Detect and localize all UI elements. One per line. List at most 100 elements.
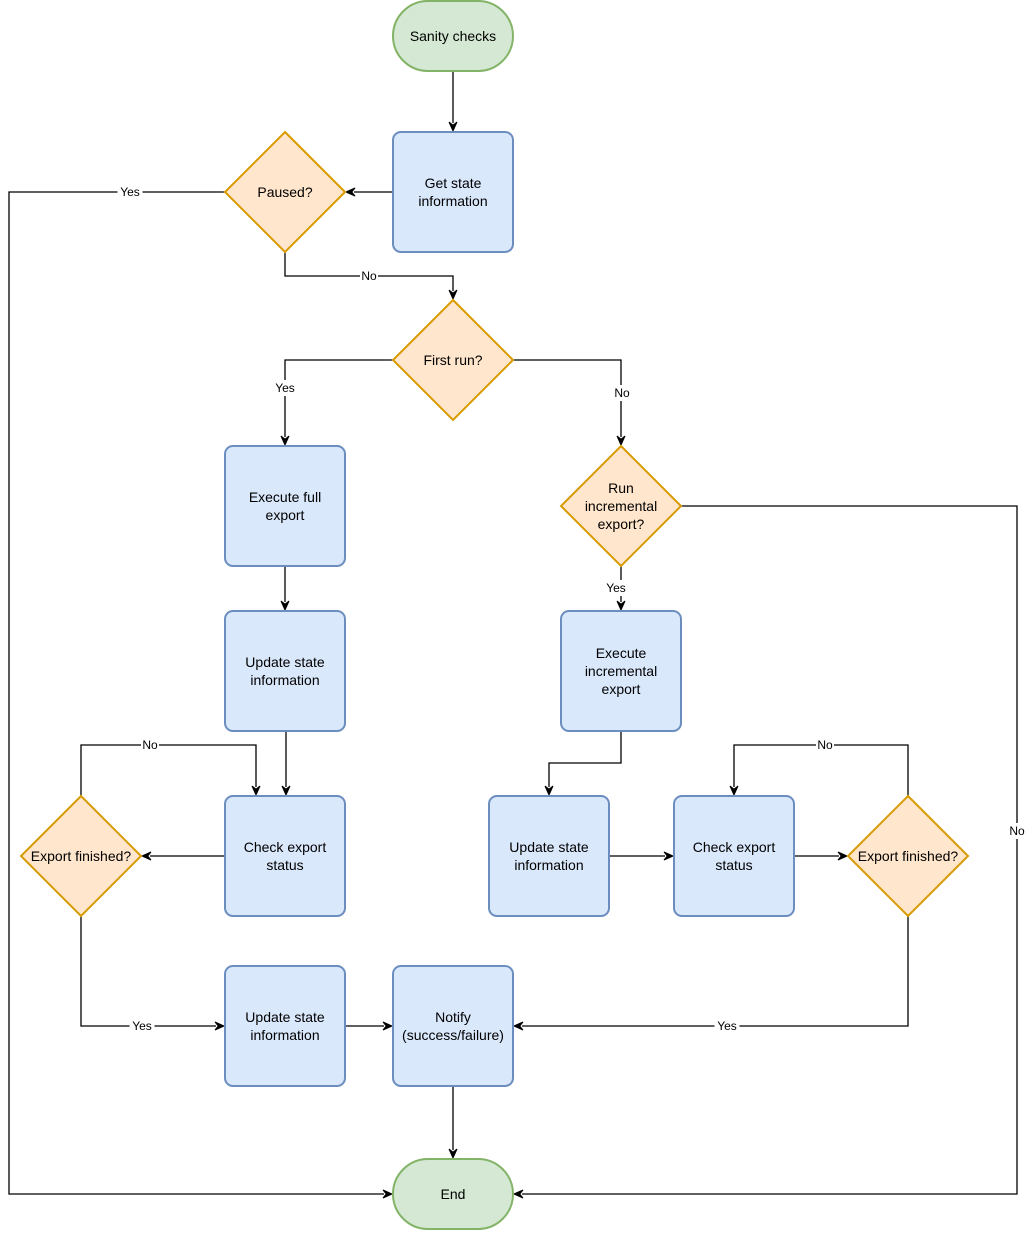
arrowhead (448, 1148, 458, 1160)
process-shape (392, 965, 514, 1087)
edge-check2-to-finished2 (794, 851, 849, 861)
arrowhead (729, 785, 739, 797)
node-label-line: Check export (693, 839, 776, 855)
node-label-line: incremental (585, 663, 657, 679)
edge-label-background (603, 580, 629, 596)
node-label: Paused? (257, 184, 312, 200)
edge-finished1-yes-to-update3 (80, 916, 226, 1031)
edge-runinc-no-to-end (512, 505, 1018, 1199)
process-shape (224, 445, 346, 567)
edge-label-first-run-yes: Yes (272, 380, 298, 396)
edge-firstrun-yes-to-full (280, 359, 393, 447)
decision-shape (846, 794, 970, 918)
node-label: Export finished? (31, 848, 132, 864)
edge-update3-to-notify (345, 1021, 394, 1031)
edge-label-text: No (1009, 824, 1025, 838)
node-check-export-1: Check export status (224, 795, 346, 917)
arrowhead (214, 1021, 226, 1031)
edge-label-text: Yes (717, 1019, 737, 1033)
arrowhead (448, 121, 458, 133)
node-label-line: Export finished? (31, 848, 132, 864)
connector-line (522, 505, 1018, 1195)
decision-shape (559, 444, 683, 568)
node-label-line: First run? (423, 352, 482, 368)
edge-label-background (117, 184, 143, 200)
node-update-state-1: Update state information (224, 610, 346, 732)
node-label-line: incremental (585, 498, 657, 514)
node-label-line: Run (608, 480, 634, 496)
edge-label-text: No (817, 738, 833, 752)
node-export-finished-2: Export finished? (846, 794, 970, 918)
arrowhead (140, 851, 152, 861)
edge-finished1-no-to-check1 (80, 744, 261, 797)
node-label-line: Update state (245, 1009, 325, 1025)
process-shape (224, 965, 346, 1087)
process-shape (224, 795, 346, 917)
edge-label-first-run-no: No (613, 385, 631, 401)
edge-label-background (272, 380, 298, 396)
terminal-shape (392, 1158, 514, 1230)
edge-label-finished2-no: No (816, 737, 834, 753)
edge-check1-to-finished1 (140, 851, 225, 861)
node-sanity-checks: Sanity checks (392, 0, 514, 72)
node-label-line: Update state (509, 839, 589, 855)
arrowhead (344, 187, 356, 197)
process-shape (488, 795, 610, 917)
node-label: Check export status (244, 839, 327, 873)
node-label-line: (success/failure) (402, 1027, 504, 1043)
node-label-line: information (250, 672, 319, 688)
edge-label-text: No (361, 269, 377, 283)
edge-label-text: Yes (606, 581, 626, 595)
connector-line (513, 359, 622, 437)
node-label-line: Update state (245, 654, 325, 670)
node-label: Export finished? (858, 848, 959, 864)
edge-getstate-to-paused (344, 187, 393, 197)
node-paused: Paused? (223, 130, 347, 254)
edge-label-run-incremental-yes: Yes (603, 580, 629, 596)
node-label-line: Check export (244, 839, 327, 855)
edge-label-text: Yes (275, 381, 295, 395)
arrowhead (663, 851, 675, 861)
node-label-line: Paused? (257, 184, 312, 200)
node-label-line: Execute (596, 645, 647, 661)
node-execute-incremental: Execute incremental export (560, 610, 682, 732)
edge-paused-yes-to-end (8, 191, 394, 1199)
connector-line (80, 916, 216, 1027)
arrowhead (544, 785, 554, 797)
edge-update1-to-check1 (281, 731, 291, 797)
edge-label-background (1008, 823, 1026, 839)
edge-sanity-to-getstate (448, 71, 458, 133)
edge-notify-to-end (448, 1086, 458, 1160)
arrowhead (616, 600, 626, 612)
node-label-line: export (602, 681, 641, 697)
edge-label-text: No (142, 738, 158, 752)
node-first-run: First run? (391, 298, 515, 422)
node-end: End (392, 1158, 514, 1230)
edge-label-run-incremental-no: No (1008, 823, 1026, 839)
edge-label-background (141, 737, 159, 753)
node-export-finished-1: Export finished? (19, 794, 143, 918)
edge-label-background (129, 1018, 155, 1034)
edge-execinc-to-update2 (544, 731, 622, 797)
arrowhead (382, 1189, 394, 1199)
node-label: First run? (423, 352, 482, 368)
edge-label-text: Yes (132, 1019, 152, 1033)
node-label: End (441, 1186, 466, 1202)
node-label-line: status (266, 857, 303, 873)
node-label: Sanity checks (410, 28, 496, 44)
edge-label-background (360, 268, 378, 284)
edge-label-paused-yes: Yes (117, 184, 143, 200)
edge-firstrun-no-to-runinc (513, 359, 626, 447)
node-label: Execute incremental export (585, 645, 657, 697)
edge-label-paused-no: No (360, 268, 378, 284)
